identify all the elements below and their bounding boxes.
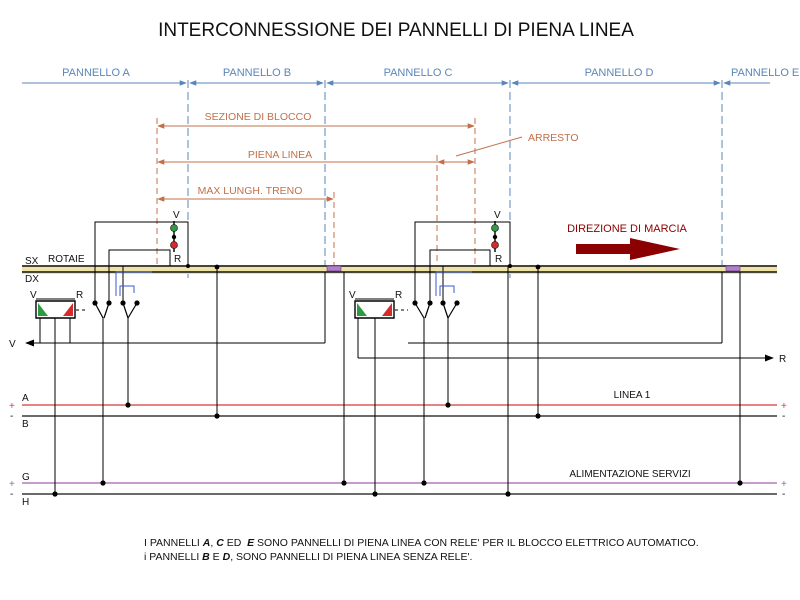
block-section-label: SEZIONE DI BLOCCO — [205, 111, 312, 123]
dimension-lines — [157, 123, 523, 202]
relay-contacts — [94, 302, 458, 319]
panel-boundaries — [187, 80, 723, 278]
footnote-1-panel-a: A — [202, 537, 211, 549]
footnote-line-2: i PANNELLI B E D, SONO PANNELLI DI PIENA… — [144, 551, 472, 563]
wiring — [54, 221, 741, 494]
full-line-label: PIENA LINEA — [248, 149, 312, 161]
footnote-2-start: i PANNELLI — [144, 551, 203, 563]
rails — [22, 265, 777, 274]
bus-b-minus: - — [10, 411, 13, 422]
bus-a-label: A — [22, 393, 29, 404]
footnote-line-1: I PANNELLI A, C ED E SONO PANNELLI DI PI… — [144, 537, 699, 549]
footnote-1-start: I PANNELLI — [144, 537, 203, 549]
footnote-1-end: SONO PANNELLI DI PIENA LINEA CON RELE' P… — [254, 537, 699, 549]
relay-c-v: V — [349, 290, 356, 301]
footnote-1-ed: ED — [223, 537, 248, 549]
signal-a-v: V — [173, 210, 180, 221]
rails-label: ROTAIE — [48, 254, 85, 265]
panel-label-d: PANNELLO D — [585, 67, 654, 79]
line1-label: LINEA 1 — [614, 390, 651, 401]
direction-label: DIREZIONE DI MARCIA — [567, 223, 687, 235]
bus-h-minus-right: - — [782, 489, 785, 500]
track-sensor-loops — [115, 271, 472, 296]
rail-dx-label: DX — [25, 274, 39, 285]
panel-label-b: PANNELLO B — [223, 67, 291, 79]
panel-label-c: PANNELLO C — [384, 67, 453, 79]
signal-c — [491, 221, 499, 252]
signal-c-v: V — [494, 210, 501, 221]
relay-box-a — [35, 298, 76, 319]
relay-a-r: R — [76, 290, 83, 301]
services-label: ALIMENTAZIONE SERVIZI — [569, 469, 690, 480]
max-train-length-label: MAX LUNGH. TRENO — [198, 185, 303, 197]
panel-label-e: PANNELLO E — [731, 67, 799, 79]
panel-label-a: PANNELLO A — [62, 67, 130, 79]
relay-a-v: V — [30, 290, 37, 301]
bus-h-minus: - — [10, 489, 13, 500]
diagram-title: INTERCONNESSIONE DEI PANNELLI DI PIENA L… — [158, 20, 634, 41]
footnote-1-sep: , — [210, 537, 217, 549]
direction-arrow — [576, 238, 680, 260]
output-wires — [25, 339, 774, 362]
stop-leader — [455, 136, 523, 157]
footnote-2-panel-d: D — [222, 551, 231, 563]
bus-g-plus: + — [9, 479, 15, 490]
footnote-1-panel-e: E — [247, 537, 255, 549]
signal-a-r: R — [174, 254, 181, 265]
buses — [22, 404, 777, 495]
footnote-2-panel-b: B — [202, 551, 210, 563]
bus-g-plus-right: + — [781, 479, 787, 490]
footnote-1-panel-c: C — [216, 537, 224, 549]
bus-a-plus: + — [9, 401, 15, 412]
stop-label: ARRESTO — [528, 132, 579, 144]
output-r-label: R — [779, 354, 786, 365]
relay-c-r: R — [395, 290, 402, 301]
junction-dots — [52, 264, 743, 497]
bus-g-label: G — [22, 472, 30, 483]
relay-output-wires — [39, 318, 359, 343]
dimension-extension-lines — [156, 118, 476, 268]
footnote-2-end: , SONO PANNELLI DI PIENA LINEA SENZA REL… — [230, 551, 473, 563]
footnote-2-mid: E — [209, 551, 223, 563]
bus-h-label: H — [22, 497, 29, 508]
rail-sx-label: SX — [25, 256, 39, 267]
output-v-label: V — [9, 339, 16, 350]
signal-c-r: R — [495, 254, 502, 265]
bus-b-minus-right: - — [782, 411, 785, 422]
insulated-joints — [326, 265, 741, 272]
bus-a-plus-right: + — [781, 401, 787, 412]
signal-a — [170, 221, 178, 252]
bus-b-label: B — [22, 419, 29, 430]
relay-box-c — [354, 298, 395, 319]
